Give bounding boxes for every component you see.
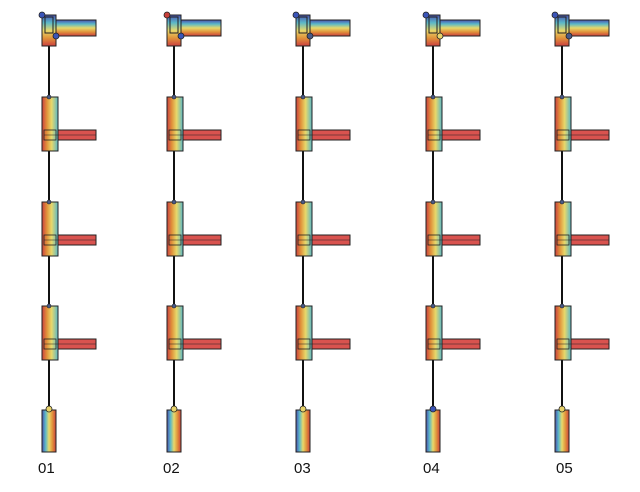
top-arm — [309, 19, 351, 37]
joint-column — [554, 305, 572, 361]
joint-node — [46, 94, 52, 100]
joint-node — [300, 303, 306, 309]
bottom-column — [425, 409, 441, 453]
joint-column — [295, 305, 313, 361]
joint-node — [171, 94, 177, 100]
joint-node — [46, 303, 52, 309]
joint-column — [166, 96, 184, 152]
top-column-body — [554, 14, 570, 47]
joint-node — [430, 94, 436, 100]
joint-column — [166, 201, 184, 257]
top-inner-frame — [44, 16, 54, 34]
joint-block-1 — [295, 94, 351, 152]
joint-block-3 — [295, 303, 351, 361]
joint-column — [41, 201, 59, 257]
joint-column — [41, 305, 59, 361]
top-node — [38, 11, 46, 19]
top-inner-frame — [169, 16, 179, 34]
mid-node — [177, 32, 185, 40]
top-column-body — [425, 14, 441, 47]
joint-block-1 — [554, 94, 610, 152]
joint-block-2 — [166, 199, 222, 257]
mid-node — [436, 32, 444, 40]
joint-node — [430, 199, 436, 205]
joint-column — [554, 96, 572, 152]
mid-node — [52, 32, 60, 40]
top-node — [551, 11, 559, 19]
top-node — [292, 11, 300, 19]
joint-node — [171, 303, 177, 309]
joint-node — [559, 303, 565, 309]
bottom-node — [45, 405, 53, 413]
joint-block-1 — [425, 94, 481, 152]
top-inner-frame — [557, 16, 567, 34]
joint-block-3 — [41, 303, 97, 361]
joint-block-2 — [295, 199, 351, 257]
top-node — [163, 11, 171, 19]
joint-block-1 — [41, 94, 97, 152]
joint-node — [559, 94, 565, 100]
column-03 — [292, 11, 351, 453]
joint-column — [295, 96, 313, 152]
column-label-03: 03 — [294, 460, 311, 477]
column-05 — [551, 11, 610, 453]
joint-block-2 — [41, 199, 97, 257]
joint-block-3 — [554, 303, 610, 361]
joint-block-3 — [166, 303, 222, 361]
bottom-node — [170, 405, 178, 413]
bottom-column — [295, 409, 311, 453]
top-inner-frame — [428, 16, 438, 34]
top-column-body — [166, 14, 182, 47]
joint-node — [430, 303, 436, 309]
joint-column — [166, 305, 184, 361]
column-label-02: 02 — [163, 460, 180, 477]
mid-node — [565, 32, 573, 40]
top-arm — [180, 19, 222, 37]
bottom-node — [429, 405, 437, 413]
column-01 — [38, 11, 97, 453]
bottom-node — [558, 405, 566, 413]
joint-block-2 — [425, 199, 481, 257]
column-02 — [163, 11, 222, 453]
top-arm — [568, 19, 610, 37]
joint-column — [425, 305, 443, 361]
joint-column — [295, 201, 313, 257]
column-04 — [422, 11, 481, 453]
joint-column — [425, 201, 443, 257]
joint-block-1 — [166, 94, 222, 152]
joint-node — [300, 199, 306, 205]
joint-node — [300, 94, 306, 100]
joint-block-2 — [554, 199, 610, 257]
bottom-node — [299, 405, 307, 413]
top-arm — [439, 19, 481, 37]
joint-column — [425, 96, 443, 152]
joint-node — [171, 199, 177, 205]
joint-column — [554, 201, 572, 257]
joint-block-3 — [425, 303, 481, 361]
joint-node — [46, 199, 52, 205]
top-arm — [55, 19, 97, 37]
joint-node — [559, 199, 565, 205]
mid-node — [306, 32, 314, 40]
column-label-04: 04 — [423, 460, 440, 477]
columns-layer — [38, 11, 610, 453]
top-column-body — [41, 14, 57, 47]
bottom-column — [41, 409, 57, 453]
joint-column — [41, 96, 59, 152]
top-node — [422, 11, 430, 19]
top-inner-frame — [298, 16, 308, 34]
column-label-05: 05 — [556, 460, 573, 477]
column-label-01: 01 — [38, 460, 55, 477]
top-column-body — [295, 14, 311, 47]
bottom-column — [554, 409, 570, 453]
bottom-column — [166, 409, 182, 453]
